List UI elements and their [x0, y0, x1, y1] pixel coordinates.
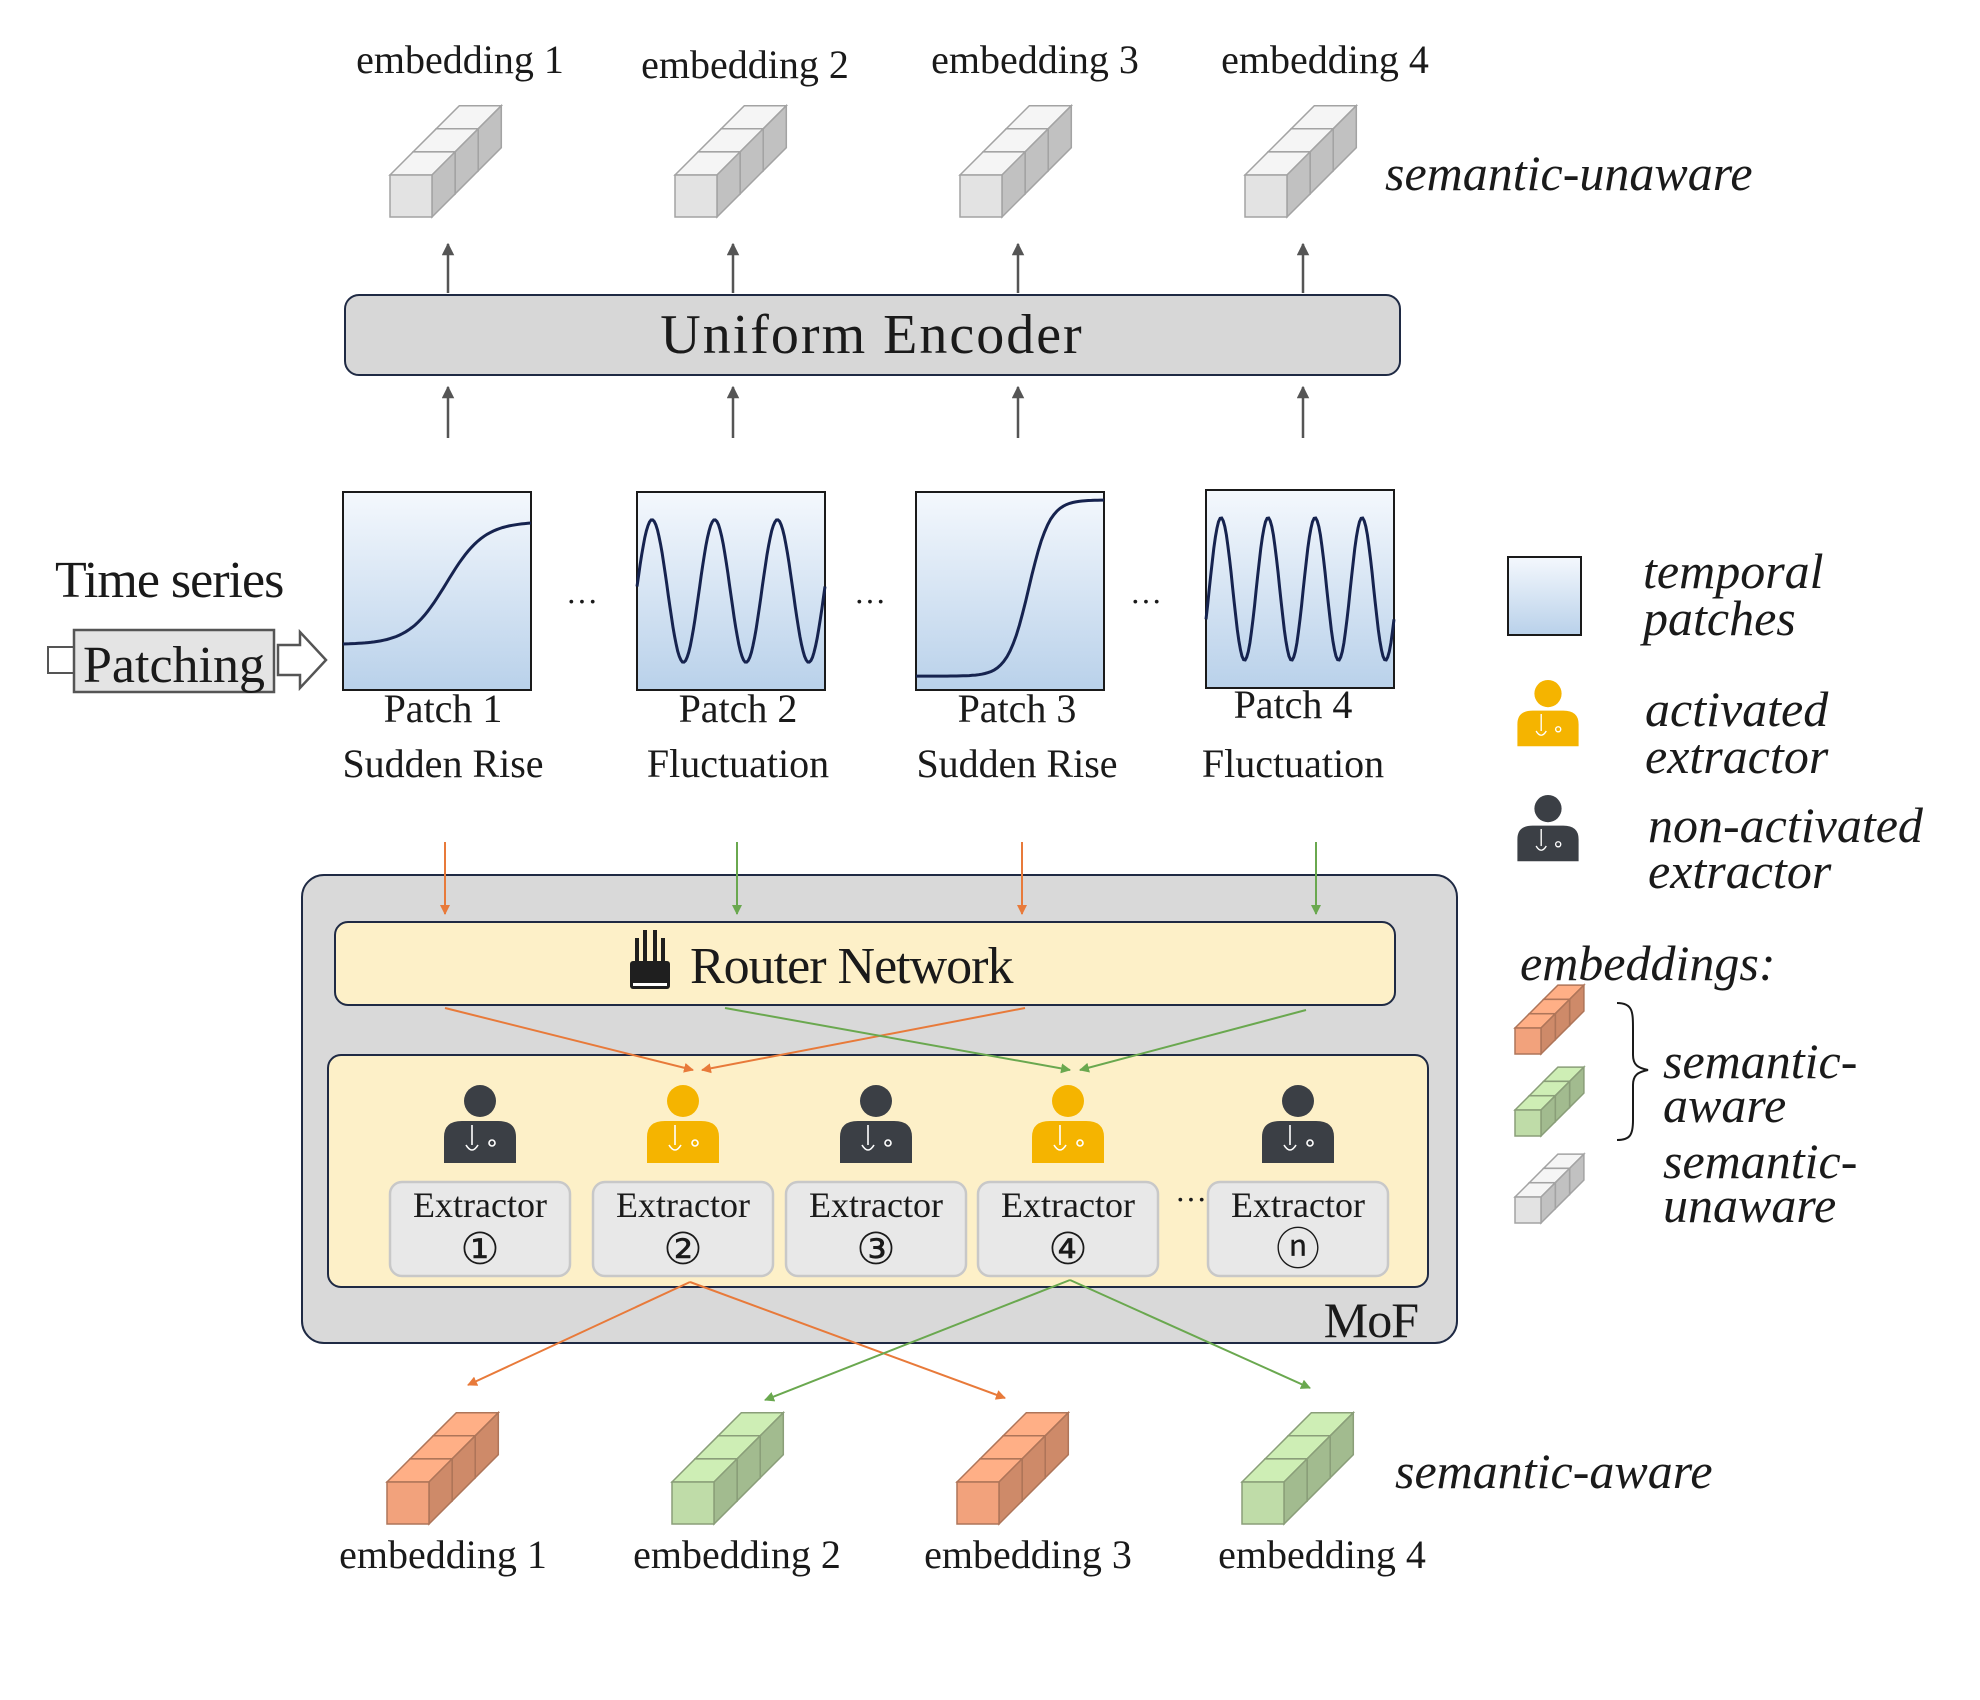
patching-label: Patching [83, 637, 265, 694]
bottom-embeddings-tag: semantic-aware [1395, 1443, 1713, 1499]
bottom-embeddings: semantic-aware embedding 1 embedding 2 e… [339, 1410, 1713, 1577]
bottom-embedding-label: embedding 4 [1218, 1532, 1426, 1577]
extractor-number: ④ [1048, 1225, 1087, 1274]
legend-orange-cube [1513, 983, 1586, 1056]
semantic-aware-embedding-cube [955, 1410, 1071, 1526]
extractor-number: ⓝ [1276, 1225, 1320, 1274]
patch-curve [635, 518, 827, 664]
patch-ellipsis: ··· [854, 583, 886, 619]
encoder-input-arrows [441, 385, 1310, 438]
patch-1 [342, 491, 532, 691]
extractor-to-embedding-arrows [467, 1279, 1311, 1402]
semantic-unaware-embedding-cube [673, 103, 789, 219]
legend: temporal patches activated extractor non… [1507, 543, 1924, 1233]
extractor-ellipsis: ··· [1175, 1181, 1207, 1217]
extractor-label: Extractor [809, 1185, 943, 1225]
legend-activated-line1: activated [1645, 681, 1829, 737]
legend-semantic-unaware-line2: unaware [1663, 1177, 1836, 1233]
legend-semantic-aware-line2: aware [1663, 1077, 1786, 1133]
extractor-label: Extractor [413, 1185, 547, 1225]
semantic-unaware-embedding-cube [1243, 103, 1359, 219]
patch-ellipsis: ··· [1130, 583, 1162, 619]
patch-to-router-arrows [440, 842, 1321, 915]
semantic-aware-embedding-cube [1240, 1410, 1356, 1526]
patch-title: Patch 2 [679, 686, 798, 731]
non-activated-extractor-icon [444, 1085, 516, 1163]
extractor-number: ① [460, 1225, 499, 1274]
patch-title: Patch 1 [384, 686, 503, 731]
mof-label: MoF [1324, 1292, 1418, 1348]
bottom-embedding-label: embedding 1 [339, 1532, 547, 1577]
patches: ··· ··· ··· Patch 1 Patch 2 Patch 3 Patc… [342, 489, 1396, 786]
extractor-label: Extractor [1231, 1185, 1365, 1225]
patching-arrow-icon [47, 628, 328, 694]
extractor-number: ③ [856, 1225, 895, 1274]
time-series-input: Time series Patching [47, 552, 328, 694]
router-network-label: Router Network [690, 938, 1013, 995]
extractor-number: ② [663, 1225, 702, 1274]
patch-2 [635, 491, 827, 691]
non-activated-extractor-icon [1262, 1085, 1334, 1163]
semantic-unaware-embedding-cube [388, 103, 504, 219]
patch-pattern: Fluctuation [647, 741, 829, 786]
semantic-unaware-embedding-cube [958, 103, 1074, 219]
legend-activated-line2: extractor [1645, 728, 1829, 784]
top-embeddings: embedding 1 embedding 2 embedding 3 embe… [356, 37, 1753, 219]
legend-temporal-patches-line1: temporal [1643, 543, 1824, 599]
legend-gray-cube [1513, 1152, 1586, 1225]
legend-non-activated-line2: extractor [1648, 843, 1832, 899]
legend-embeddings-title: embeddings: [1520, 935, 1776, 991]
mof-block: MoF Router Network Extractor①Extractor②E… [301, 874, 1458, 1348]
patch-curve [342, 521, 532, 646]
bottom-embedding-label: embedding 3 [924, 1532, 1132, 1577]
patch-pattern: Fluctuation [1202, 741, 1384, 786]
legend-semantic-aware-line1: semantic- [1663, 1033, 1857, 1089]
uniform-encoder: Uniform Encoder [344, 294, 1401, 376]
non-activated-extractor-icon [840, 1085, 912, 1163]
activated-extractor-icon [1517, 680, 1579, 747]
bottom-embedding-label: embedding 2 [633, 1532, 841, 1577]
legend-green-cube [1513, 1065, 1586, 1138]
time-series-label: Time series [55, 552, 283, 609]
patch-pattern: Sudden Rise [916, 741, 1117, 786]
patch-title: Patch 3 [958, 686, 1077, 731]
activated-extractor-icon [647, 1085, 719, 1163]
patch-curve [1204, 516, 1396, 662]
patch-4 [1204, 489, 1396, 689]
semantic-aware-embedding-cube [670, 1410, 786, 1526]
router-icon [630, 930, 670, 989]
patch-curve [916, 498, 1104, 678]
semantic-aware-embedding-cube [385, 1410, 501, 1526]
top-embedding-label: embedding 3 [931, 37, 1139, 82]
router-to-extractor-arrows [444, 1007, 1307, 1074]
uniform-encoder-label: Uniform Encoder [660, 304, 1083, 366]
legend-temporal-patch-swatch [1507, 556, 1582, 636]
top-embedding-label: embedding 2 [641, 42, 849, 87]
legend-non-activated-line1: non-activated [1648, 797, 1924, 853]
legend-temporal-patches-line2: patches [1640, 590, 1796, 646]
patch-3 [915, 491, 1105, 691]
top-embedding-label: embedding 4 [1221, 37, 1429, 82]
legend-brace-icon [1616, 1002, 1649, 1141]
extractor-label: Extractor [1001, 1185, 1135, 1225]
extractor-label: Extractor [616, 1185, 750, 1225]
patch-pattern: Sudden Rise [342, 741, 543, 786]
patch-ellipsis: ··· [566, 583, 598, 619]
activated-extractor-icon [1032, 1085, 1104, 1163]
patch-title: Patch 4 [1234, 682, 1353, 727]
non-activated-extractor-icon [1517, 795, 1579, 862]
top-embeddings-tag: semantic-unaware [1385, 145, 1753, 201]
router-network [334, 921, 1396, 1006]
top-embedding-label: embedding 1 [356, 37, 564, 82]
legend-semantic-unaware-line1: semantic- [1663, 1133, 1857, 1189]
encoder-output-arrows [441, 242, 1310, 293]
